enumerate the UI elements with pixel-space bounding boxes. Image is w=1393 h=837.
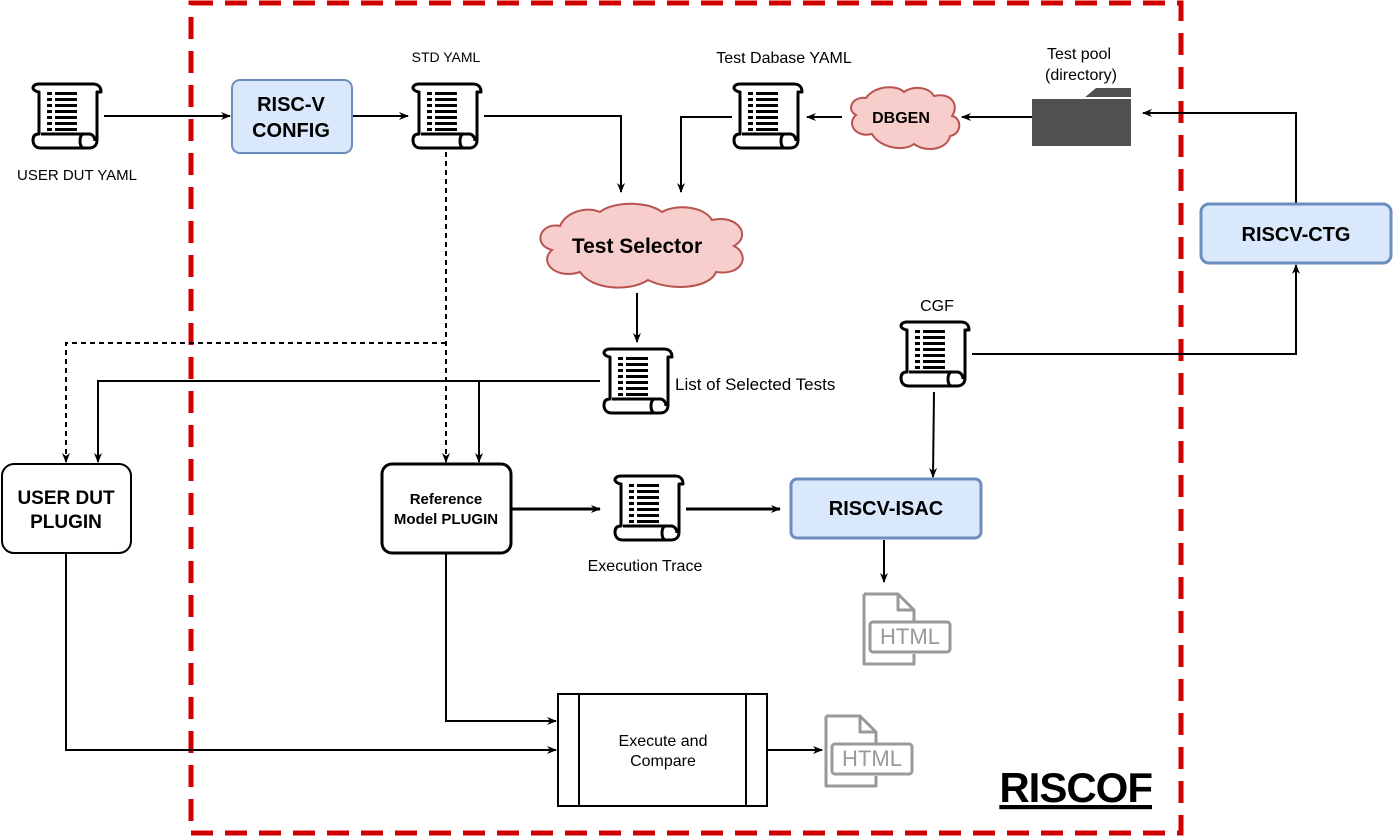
- execute-compare-label-line1: Execute and: [619, 733, 708, 750]
- folder-icon: [1032, 88, 1131, 146]
- riscv-config-label-line2: CONFIG: [252, 120, 330, 142]
- selected-tests-doc-icon: [602, 347, 674, 415]
- riscv-config-label-line1: RISC-V: [257, 94, 325, 116]
- user-dut-yaml-doc-icon: [31, 82, 103, 150]
- execute-compare-box: [557, 693, 768, 807]
- execute-compare-label-line2: Compare: [630, 753, 696, 770]
- dbgen-cloud: [850, 86, 961, 151]
- riscv-ctg-box: [1199, 202, 1393, 265]
- svg-text:HTML: HTML: [880, 624, 940, 649]
- riscof-label: RISCOF: [999, 764, 1152, 811]
- isac-html-report-icon: HTML: [862, 592, 952, 666]
- execution-trace-doc-icon: [613, 474, 685, 542]
- riscv-config-box: [231, 79, 353, 154]
- riscv-isac-label: RISCV-ISAC: [829, 498, 943, 520]
- riscof-boundary: [188, 0, 1184, 836]
- cgf-doc-icon: [899, 320, 971, 388]
- connectors: [62, 109, 1300, 754]
- test-db-yaml-doc-icon: [732, 82, 804, 150]
- user-dut-plugin-box: [1, 463, 132, 554]
- arrow-stdyaml-to-selector: [484, 115, 625, 193]
- riscv-isac-box: [789, 477, 983, 540]
- ref-model-label-line1: Reference: [410, 491, 483, 508]
- selected-tests-label: List of Selected Tests: [675, 375, 835, 394]
- user-dut-plugin-label-line2: PLUGIN: [30, 512, 102, 533]
- test-selector-cloud: [539, 202, 744, 289]
- cgf-label: CGF: [920, 298, 954, 315]
- execution-trace-label: Execution Trace: [588, 558, 703, 575]
- arrow-ctg-to-pool: [1142, 109, 1297, 203]
- arrow-refmodel-to-execute: [445, 554, 557, 725]
- user-dut-plugin-label-line1: USER DUT: [17, 488, 115, 509]
- arrow-cgf-to-isac: [929, 391, 938, 478]
- dbgen-label: DBGEN: [872, 110, 930, 127]
- execute-html-report-icon: HTML: [824, 714, 914, 788]
- arrow-cgf-to-ctg: [972, 264, 1300, 355]
- test-pool-label-line2: (directory): [1045, 67, 1117, 84]
- arrow-list-to-userdut: [94, 380, 600, 463]
- ref-model-label-line2: Model PLUGIN: [394, 511, 498, 528]
- svg-text:HTML: HTML: [842, 746, 902, 771]
- test-pool-label-line1: Test pool: [1047, 46, 1111, 63]
- arrow-testdb-to-selector: [677, 116, 732, 193]
- riscv-ctg-label: RISCV-CTG: [1242, 224, 1351, 246]
- ref-model-plugin-box: [380, 462, 513, 555]
- test-selector-label: Test Selector: [572, 235, 702, 258]
- std-yaml-label: STD YAML: [412, 49, 481, 65]
- dashed-stdyaml-to-userdut: [62, 342, 446, 463]
- arrow-userdut-to-execute: [65, 554, 557, 754]
- test-db-yaml-label: Test Dabase YAML: [716, 50, 852, 67]
- std-yaml-doc-icon: [411, 82, 483, 150]
- user-dut-yaml-label: USER DUT YAML: [17, 167, 137, 184]
